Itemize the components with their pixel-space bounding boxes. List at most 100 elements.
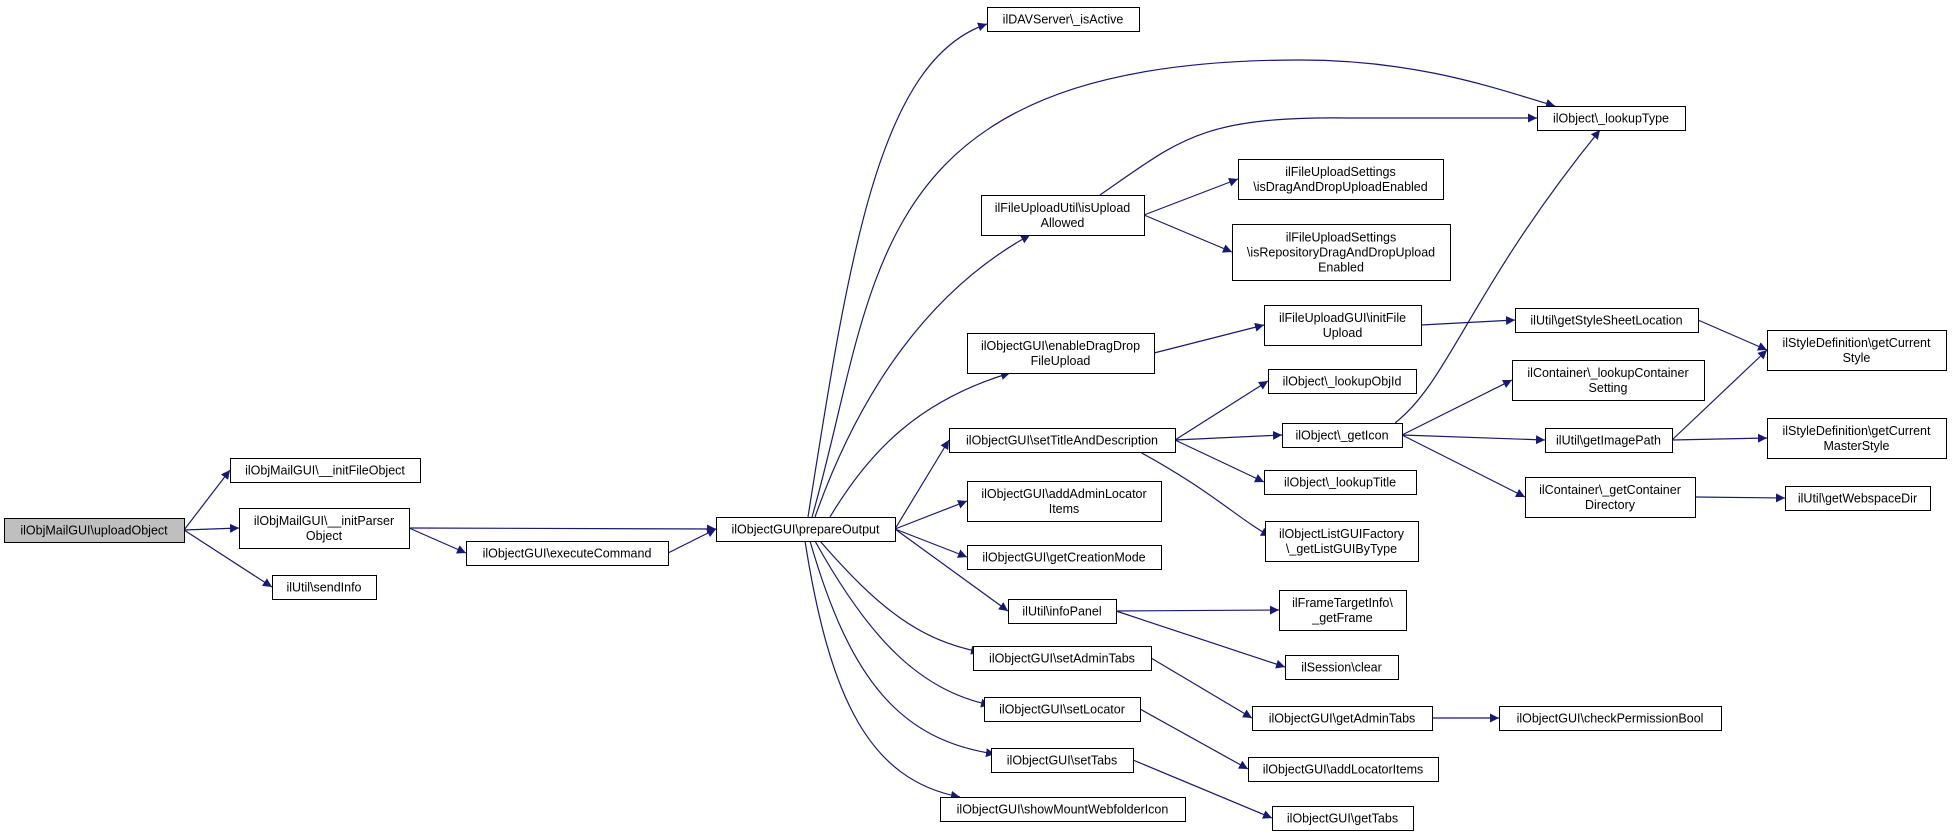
edge-prepareOutput-to-getCreationMode xyxy=(894,528,968,558)
node-uploadObject[interactable]: ilObjMailGUI\uploadObject xyxy=(4,518,185,543)
node-box xyxy=(1785,486,1931,511)
node-getTabs[interactable]: ilObjectGUI\getTabs xyxy=(1272,806,1414,831)
node-showMountWebfolderIcon[interactable]: ilObjectGUI\showMountWebfolderIcon xyxy=(940,797,1186,822)
node-lookupType[interactable]: ilObject\_lookupType xyxy=(1537,106,1686,131)
node-label: ilObjectGUI\executeCommand xyxy=(483,547,652,561)
edge-prepareOutput-to-infoPanel xyxy=(894,528,1009,612)
node-label: ilDAVServer\_isActive xyxy=(1003,13,1124,27)
node-label: ilObject\_lookupType xyxy=(1553,112,1669,126)
node-getStyleSheetLocation[interactable]: ilUtil\getStyleSheetLocation xyxy=(1515,308,1699,333)
node-davIsActive[interactable]: ilDAVServer\_isActive xyxy=(987,7,1140,32)
edge-prepareOutput-to-enableDragDrop xyxy=(829,371,1011,518)
node-setLocator[interactable]: ilObjectGUI\setLocator xyxy=(984,697,1141,722)
node-infoPanel[interactable]: ilUtil\infoPanel xyxy=(1008,599,1117,624)
node-sendInfo[interactable]: ilUtil\sendInfo xyxy=(272,575,377,600)
node-box xyxy=(1248,757,1439,782)
node-box xyxy=(973,646,1152,671)
node-box xyxy=(1515,308,1699,333)
edge-prepareOutput-to-setTitleAndDescription xyxy=(894,439,950,530)
edge-setAdminTabs-to-getAdminTabs xyxy=(1150,657,1253,719)
edge-setTitleAndDescription-to-lookupObjId xyxy=(1174,380,1269,441)
node-getWebspaceDir[interactable]: ilUtil\getWebspaceDir xyxy=(1785,486,1931,511)
node-label: ilObjectGUI\getAdminTabs xyxy=(1269,712,1416,726)
node-box xyxy=(1265,521,1419,562)
node-checkPermissionBool[interactable]: ilObjectGUI\checkPermissionBool xyxy=(1499,706,1722,731)
node-getImagePath[interactable]: ilUtil\getImagePath xyxy=(1545,428,1673,453)
node-executeCommand[interactable]: ilObjectGUI\executeCommand xyxy=(466,541,669,566)
edge-infoPanel-to-getFrame xyxy=(1115,605,1280,615)
node-label: ilObjectGUI\setLocator xyxy=(999,703,1125,717)
node-getCreationMode[interactable]: ilObjectGUI\getCreationMode xyxy=(967,545,1162,570)
node-label: ilObject\_lookupTitle xyxy=(1284,476,1396,490)
node-box xyxy=(940,797,1186,822)
node-box xyxy=(1525,477,1696,518)
node-label: Setting xyxy=(1589,381,1628,395)
node-label: Upload xyxy=(1323,326,1363,340)
node-box xyxy=(967,545,1162,570)
node-label: ilUtil\getWebspaceDir xyxy=(1798,492,1917,506)
node-box xyxy=(230,458,421,483)
node-box xyxy=(1767,418,1947,459)
edge-prepareOutput-to-setLocator xyxy=(814,540,991,708)
node-setTabs[interactable]: ilObjectGUI\setTabs xyxy=(991,748,1134,773)
node-box xyxy=(1537,106,1686,131)
node-label: Object xyxy=(306,529,343,543)
node-initFileObject[interactable]: ilObjMailGUI\__initFileObject xyxy=(230,458,421,483)
node-label: Style xyxy=(1843,351,1871,365)
node-box xyxy=(1008,599,1117,624)
node-addLocatorItems[interactable]: ilObjectGUI\addLocatorItems xyxy=(1248,757,1439,782)
edge-isUploadAllowed-to-isRepoDragAndDrop xyxy=(1143,214,1233,253)
node-getIcon[interactable]: ilObject\_getIcon xyxy=(1282,423,1403,448)
node-box xyxy=(1499,706,1722,731)
node-box xyxy=(984,697,1141,722)
edge-isUploadAllowed-to-isDragAndDrop xyxy=(1143,178,1239,216)
node-lookupTitle[interactable]: ilObject\_lookupTitle xyxy=(1264,470,1417,495)
edge-setLocator-to-addLocatorItems xyxy=(1139,708,1249,770)
edge-setTitleAndDescription-to-getListGUIByType xyxy=(1139,451,1271,537)
node-sessionClear[interactable]: ilSession\clear xyxy=(1285,655,1399,680)
node-label: ilObjectGUI\getTabs xyxy=(1287,812,1398,826)
node-setTitleAndDescription[interactable]: ilObjectGUI\setTitleAndDescription xyxy=(949,428,1176,453)
node-label: ilObjMailGUI\__initParser xyxy=(254,514,394,528)
node-box xyxy=(967,481,1162,522)
node-label: ilObjectGUI\getCreationMode xyxy=(982,551,1145,565)
node-label: ilObjMailGUI\__initFileObject xyxy=(245,464,405,478)
node-label: ilFileUploadGUI\initFile xyxy=(1279,311,1406,325)
node-isRepoDragAndDrop[interactable]: ilFileUploadSettings\isRepositoryDragAnd… xyxy=(1232,224,1451,281)
edge-getIcon-to-lookupType xyxy=(1394,129,1601,424)
node-setAdminTabs[interactable]: ilObjectGUI\setAdminTabs xyxy=(973,646,1152,671)
node-label: ilObjectGUI\addAdminLocator xyxy=(981,487,1146,501)
node-label: ilObject\_lookupObjId xyxy=(1283,375,1402,389)
node-label: Allowed xyxy=(1041,216,1085,230)
node-box xyxy=(1767,330,1947,371)
node-getFrame[interactable]: ilFrameTargetInfo\_getFrame xyxy=(1279,590,1407,631)
node-box xyxy=(1279,590,1407,631)
node-box xyxy=(981,195,1145,236)
node-label: ilObjectGUI\setTabs xyxy=(1007,754,1117,768)
node-prepareOutput[interactable]: ilObjectGUI\prepareOutput xyxy=(716,517,896,542)
node-box xyxy=(1285,655,1399,680)
edge-prepareOutput-to-setTabs xyxy=(809,540,996,758)
node-getAdminTabs[interactable]: ilObjectGUI\getAdminTabs xyxy=(1252,706,1433,731)
node-label: ilObjectGUI\enableDragDrop xyxy=(981,339,1140,353)
node-getListGUIByType[interactable]: ilObjectListGUIFactory\_getListGUIByType xyxy=(1265,521,1419,562)
node-label: ilFileUploadUtil\isUpload xyxy=(995,201,1131,215)
node-label: ilObjectGUI\setTitleAndDescription xyxy=(966,434,1158,448)
node-label: ilStyleDefinition\getCurrent xyxy=(1783,424,1932,438)
node-label: ilUtil\sendInfo xyxy=(286,581,361,595)
node-lookupObjId[interactable]: ilObject\_lookupObjId xyxy=(1268,369,1417,394)
node-isDragAndDrop[interactable]: ilFileUploadSettings\isDragAndDropUpload… xyxy=(1238,159,1444,200)
node-label: ilObjectGUI\addLocatorItems xyxy=(1263,763,1424,777)
node-box xyxy=(716,517,896,542)
edge-getIcon-to-lookupContainerSetting xyxy=(1401,379,1513,436)
node-label: FileUpload xyxy=(1031,354,1091,368)
